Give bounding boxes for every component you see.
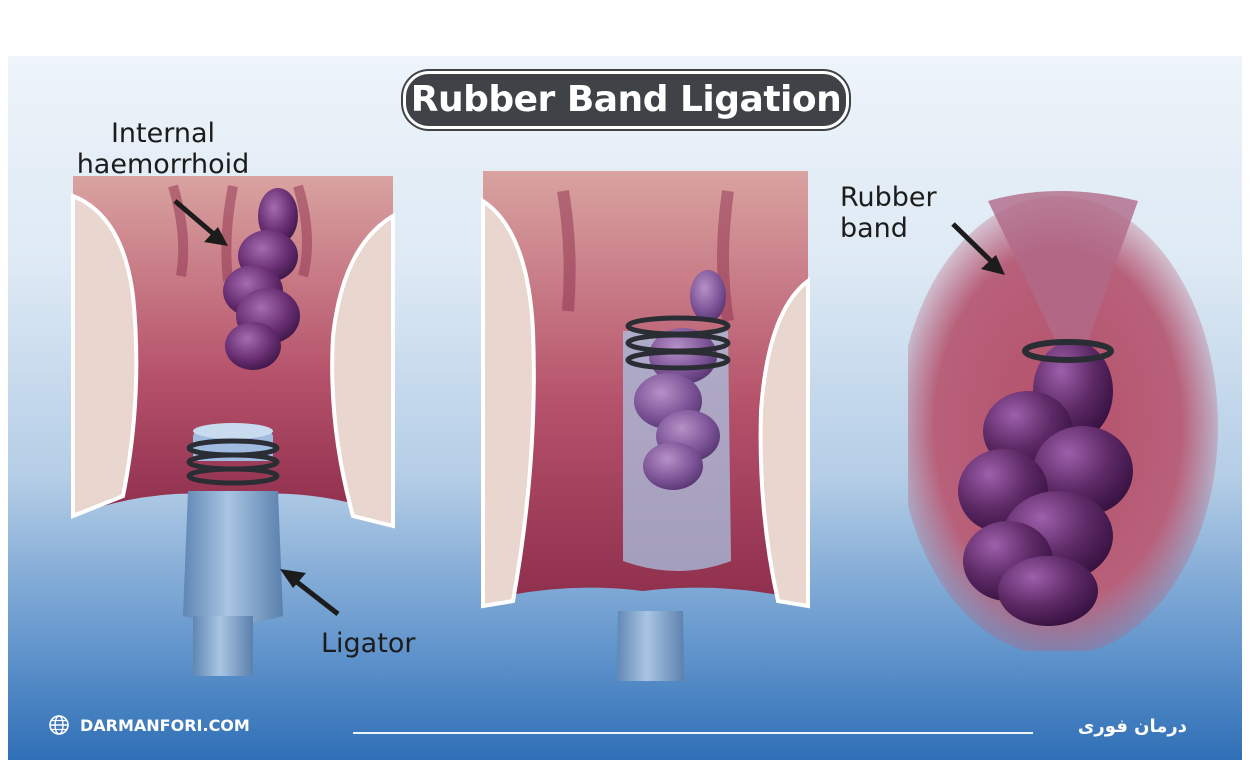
- website-link[interactable]: DARMANFORI.COM: [48, 714, 250, 736]
- label-internal-haemorrhoid: Internal haemorrhoid: [58, 118, 268, 180]
- globe-icon: [48, 714, 70, 736]
- arrow-to-haemorrhoid: [175, 201, 228, 246]
- footer-divider: [353, 732, 1033, 734]
- label-internal-line2: haemorrhoid: [58, 149, 268, 180]
- illustration-frame: Rubber Band Ligation: [8, 56, 1242, 760]
- footer-bar: DARMANFORI.COM درمان فوری: [8, 700, 1242, 760]
- label-ligator: Ligator: [321, 628, 415, 659]
- arrow-to-ligator: [280, 569, 338, 614]
- label-rubber-line1: Rubber: [840, 182, 937, 213]
- label-rubber-line2: band: [840, 213, 937, 244]
- label-internal-line1: Internal: [58, 118, 268, 149]
- website-url: DARMANFORI.COM: [80, 716, 250, 735]
- arrow-to-rubber-band: [953, 224, 1005, 275]
- label-rubber-band: Rubber band: [840, 182, 937, 244]
- brand-name-persian: درمان فوری: [1078, 716, 1187, 737]
